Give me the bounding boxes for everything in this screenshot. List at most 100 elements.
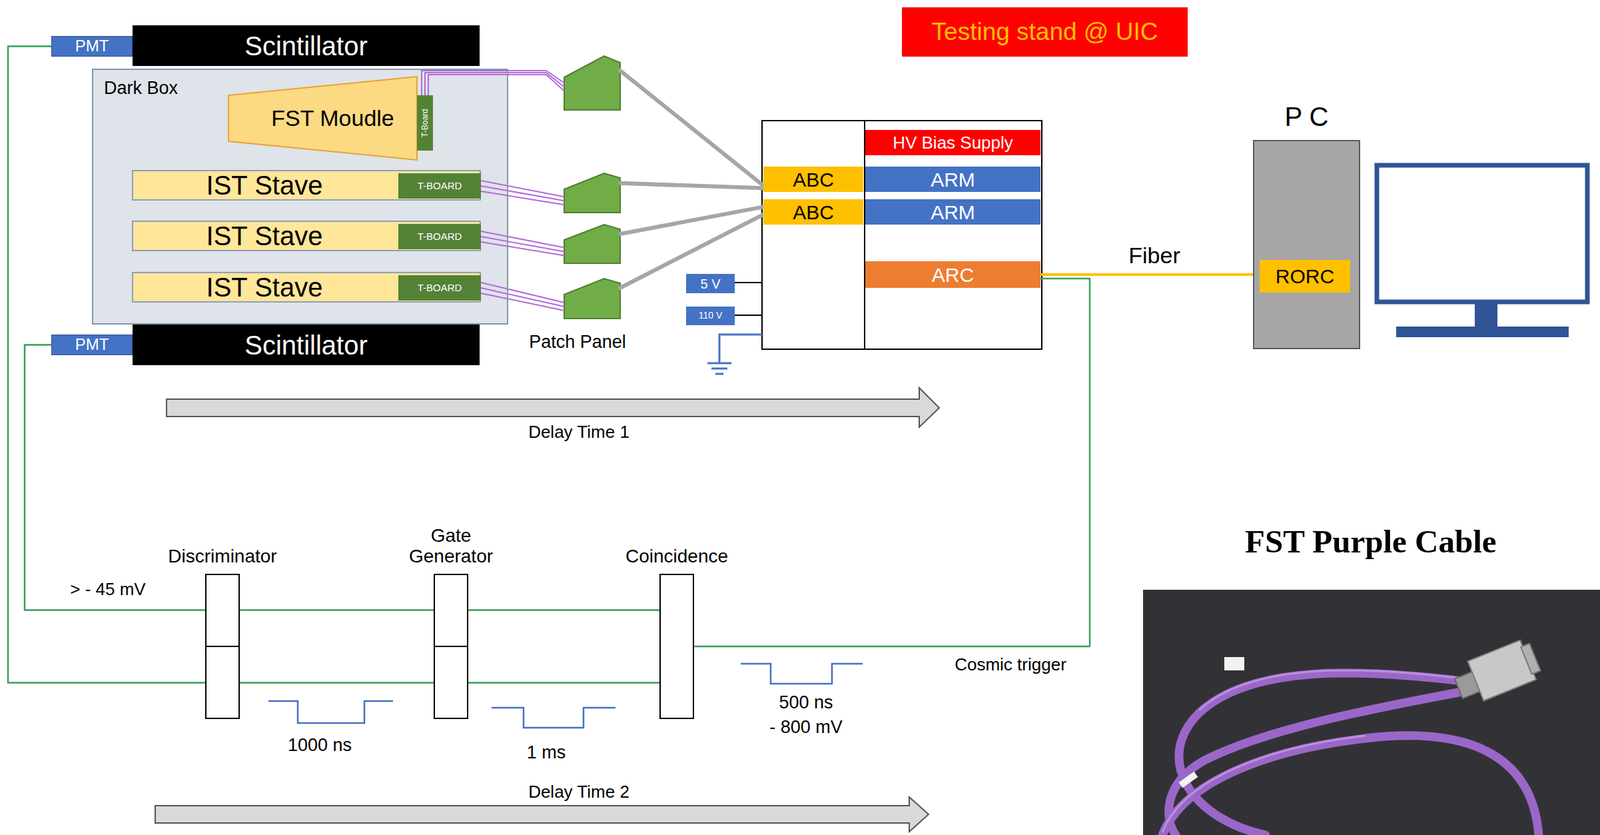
ribbon-wire: [480, 241, 565, 256]
node-text: PMT: [75, 335, 110, 354]
node-text: IST Stave: [206, 221, 324, 251]
threshold-label: > - 45 mV: [69, 578, 146, 599]
cable-photo: [1143, 589, 1600, 835]
ribbon-wire: [424, 72, 565, 96]
cable-connector: [480, 206, 764, 256]
label-wrap: FST Purple Cable: [1244, 522, 1497, 561]
pulse-amplitude: - 800 mV: [769, 716, 843, 737]
patch-panel: [564, 173, 621, 213]
arm-board: ARM: [865, 166, 1041, 192]
monitor-screen: [1376, 165, 1588, 302]
pmt-box: PMT: [51, 334, 133, 356]
patch-panels: [564, 55, 621, 319]
edge-label-wrap: Cosmic trigger: [952, 654, 1069, 675]
t-board: T-BOARD: [398, 173, 481, 199]
patch-panel: [564, 55, 621, 110]
delay-arrow: [155, 796, 929, 832]
node-text: RORC: [1275, 265, 1335, 288]
ribbon-wire: [480, 191, 565, 205]
node-text: T-Board: [420, 108, 429, 138]
patch-cable: [618, 183, 764, 189]
cable-loop: [1169, 691, 1463, 835]
pulse: [491, 707, 616, 728]
fst-module: FST Moudle: [227, 75, 418, 161]
heading-wrap: Discriminator: [167, 545, 277, 567]
cable-connector: [421, 69, 764, 186]
abc-board: ABC: [763, 199, 864, 225]
node-text: 5 V: [700, 276, 721, 292]
ground-wire: [719, 334, 763, 364]
heading-wrap: P C: [1284, 101, 1329, 132]
node-text: Scintillator: [244, 31, 368, 61]
ribbon-wire: [428, 74, 565, 96]
dark-box-fill: [91, 68, 509, 325]
cable-tie: [1179, 771, 1199, 788]
node-text: P C: [1284, 101, 1329, 132]
ribbon-wire: [480, 293, 565, 311]
label-wrap: Patch Panel: [528, 331, 627, 353]
patch-cable: [618, 206, 764, 234]
node-text: T-BOARD: [417, 282, 463, 294]
signal-wire: [24, 345, 206, 611]
pulse-width: 1000 ns: [287, 734, 352, 755]
cable-tag: [1224, 656, 1245, 671]
node-text: ARM: [930, 168, 976, 191]
arm-board: ARM: [865, 199, 1041, 225]
signal-wire: [239, 681, 434, 684]
cable-connector: [1450, 636, 1543, 708]
node-text: Testing stand @ UIC: [931, 18, 1159, 46]
label-wrap: > - 45 mV: [69, 578, 146, 600]
power-110v: 110 V: [686, 306, 735, 326]
edge-label-wrap: Fiber: [1126, 242, 1182, 269]
node-text: Coincidence: [625, 545, 729, 567]
node-text: ABC: [792, 201, 834, 224]
label-wrap: 1000 ns: [287, 734, 352, 756]
label-wrap: 500 ns: [778, 692, 833, 713]
title-banner: Testing stand @ UIC: [901, 7, 1188, 57]
patch-cable: [618, 69, 764, 186]
photo-ground: [1143, 589, 1600, 835]
ground-symbol: [707, 334, 763, 374]
t-board: T-Board: [416, 95, 433, 151]
delay-arrow: [166, 387, 940, 427]
box-divider: [206, 645, 239, 647]
cable-shine: [1199, 670, 1463, 711]
abc-board: ABC: [763, 166, 864, 192]
t-board: T-BOARD: [398, 275, 481, 301]
cable-connector: [480, 180, 764, 205]
power-wire: [734, 281, 763, 284]
delay-label: Delay Time 1: [528, 421, 630, 442]
label-wrap: 1 ms: [526, 742, 567, 763]
crate-box: [762, 120, 1042, 350]
node-text: IST Stave: [206, 170, 324, 200]
ribbon-wire: [480, 287, 565, 307]
pulse-width: 1 ms: [526, 742, 567, 763]
edge-label: Fiber: [1126, 242, 1182, 268]
node-text: Scintillator: [244, 330, 368, 360]
node-text: ARC: [931, 263, 974, 286]
node-text: ABC: [792, 168, 834, 191]
label-wrap: Delay Time 2: [528, 781, 630, 802]
node-text: Discriminator: [167, 545, 277, 567]
ist-stave: IST StaveT-BOARD: [131, 271, 481, 303]
photo-shade: [1143, 589, 1600, 835]
connector-pins: [1520, 643, 1541, 675]
coincidence: Coincidence: [659, 573, 695, 719]
discriminator: Discriminator: [205, 573, 240, 719]
edge-label: Cosmic trigger: [952, 654, 1069, 675]
pulse: [740, 663, 863, 684]
power-wire: [734, 314, 763, 316]
monitor-icon: [1376, 165, 1588, 338]
ribbon-wire: [421, 70, 565, 96]
label-wrap: - 800 mV: [769, 716, 843, 738]
pulse-width: 500 ns: [778, 692, 833, 713]
ist-stave: IST StaveT-BOARD: [131, 220, 481, 252]
cable-connector: [480, 214, 764, 311]
pc-tower: P CRORC: [1252, 139, 1361, 350]
pulse: [268, 700, 394, 723]
heading-wrap: Coincidence: [625, 545, 729, 567]
node-text: 110 V: [698, 310, 723, 321]
label-wrap: Delay Time 1: [528, 421, 630, 443]
ribbon-wire: [480, 282, 565, 303]
gate-generator: Gate Generator: [433, 573, 469, 719]
